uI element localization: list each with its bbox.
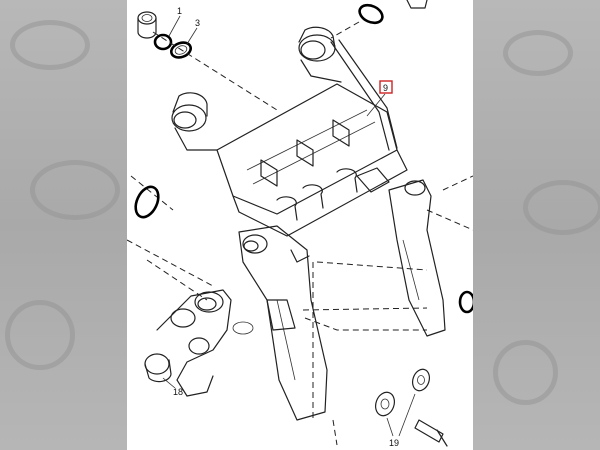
right-arm-plate: [388, 179, 446, 337]
pivot-boss-upper: [298, 26, 342, 83]
o-ring-part: [458, 290, 473, 314]
parts-diagram-sheet: 1 3 9 18 19: [127, 0, 473, 450]
background-blur-left: [0, 0, 127, 450]
plug-part: [144, 353, 172, 383]
exploded-parts-diagram: 1 3 9 18 19: [127, 0, 473, 448]
washer-part: [374, 368, 431, 417]
callout-18: 18: [173, 387, 183, 397]
lower-arm-plate: [238, 225, 328, 421]
ghost-ring: [523, 180, 600, 235]
ghost-ring: [493, 340, 558, 405]
o-ring-part: [153, 33, 173, 51]
callout-9: 9: [383, 83, 388, 93]
callout-1: 1: [177, 6, 182, 16]
ghost-ring: [503, 30, 573, 76]
ghost-ring: [10, 20, 90, 70]
o-ring-part: [134, 185, 160, 219]
o-ring-part: [170, 41, 192, 59]
pivot-boss-left: [171, 92, 218, 151]
ghost-ring: [30, 160, 120, 220]
ghost-ring: [5, 300, 75, 370]
callout-3: 3: [195, 18, 200, 28]
cylinder-mount-left: [156, 289, 254, 397]
bolt-part: [414, 419, 448, 447]
callout-highlight-box: [379, 80, 393, 94]
bushing-part: [137, 11, 157, 39]
o-ring-part: [358, 3, 384, 25]
background-blur-right: [473, 0, 600, 450]
callout-19: 19: [389, 438, 399, 448]
lift-arm-rod: [330, 41, 390, 151]
bushing-part: [406, 0, 428, 9]
main-frame: [216, 83, 408, 237]
